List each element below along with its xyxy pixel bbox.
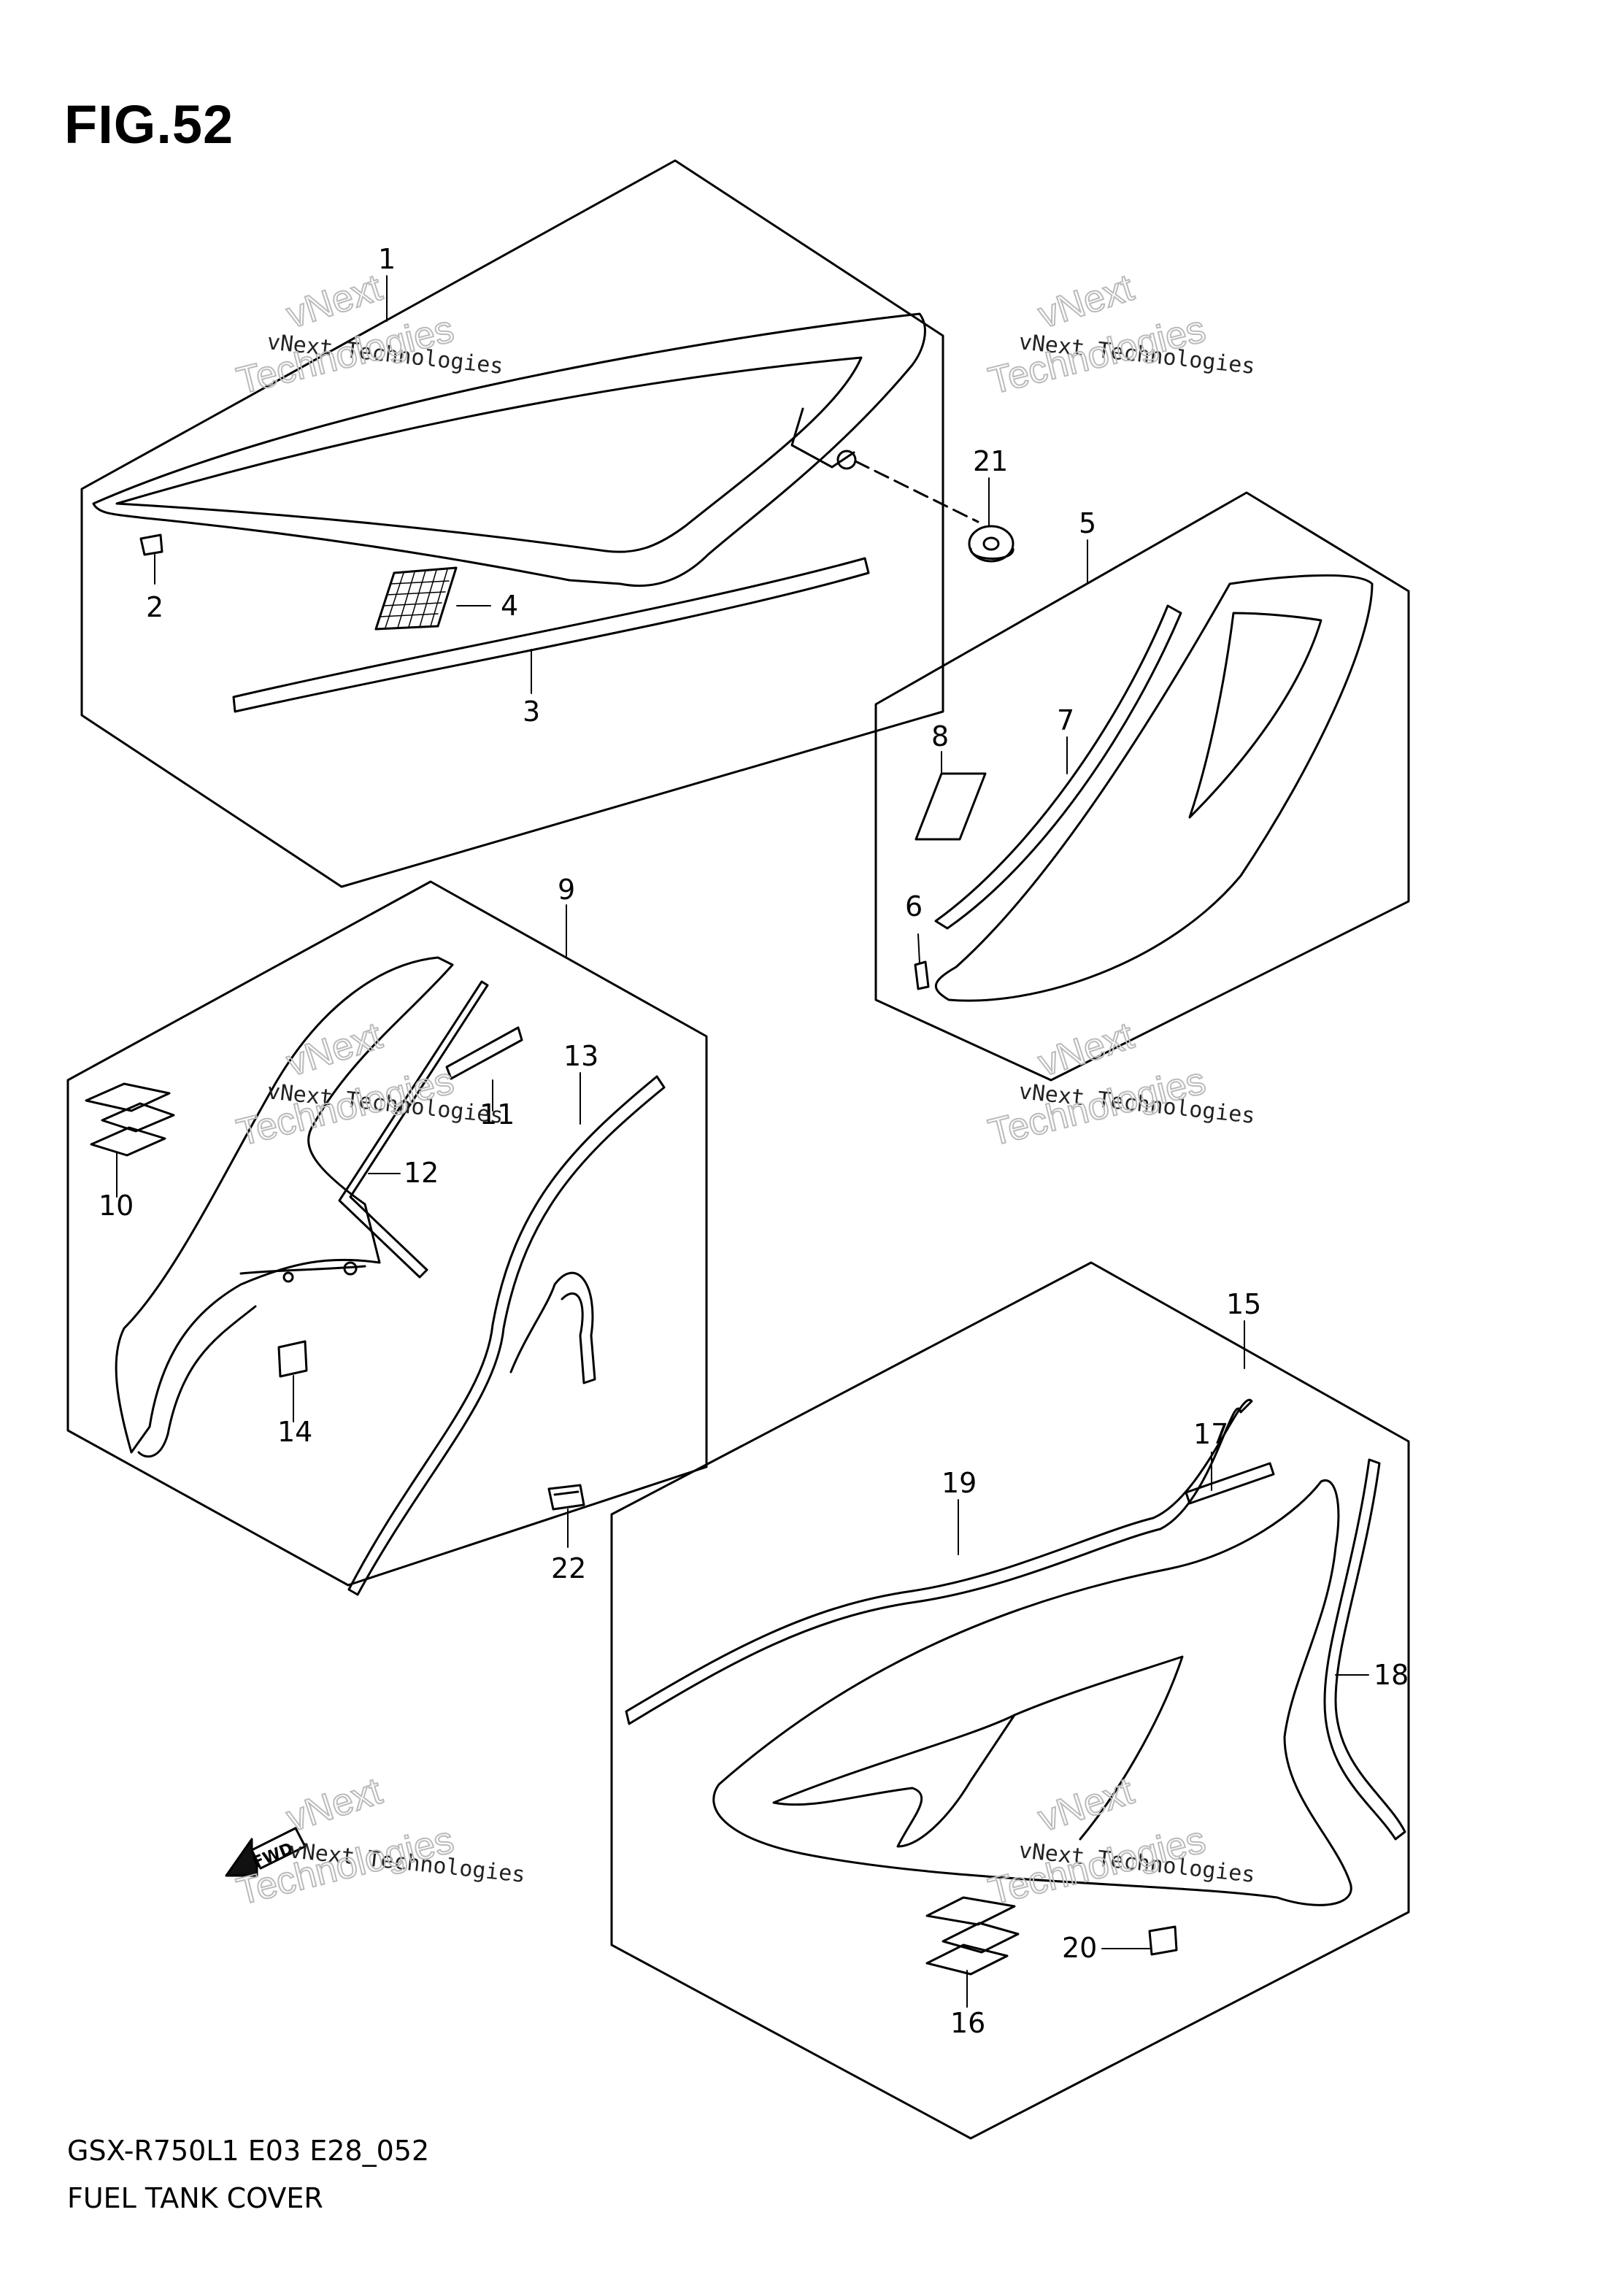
group-frame-5 — [874, 491, 1410, 1082]
part-3-trim-strip — [232, 557, 870, 713]
watermark-1-outline-b: Technologies — [233, 308, 458, 403]
part-14-pad — [277, 1340, 308, 1378]
callout-11: 11 — [480, 1098, 515, 1130]
part-19-trim — [625, 1398, 1253, 1725]
part-18-trim — [1323, 1458, 1406, 1841]
figure-name: FUEL TANK COVER — [67, 2182, 323, 2214]
watermark-5-outline-a: vNext — [282, 1770, 388, 1840]
watermarks: vNext Technologies vNext Technologies vN… — [232, 266, 1256, 1914]
watermark-3-outline-a: vNext — [282, 1014, 388, 1085]
callout-4: 4 — [501, 590, 518, 622]
callout-16: 16 — [950, 2007, 985, 2039]
part-11-strip — [445, 1026, 523, 1080]
fwd-arrow-icon — [225, 1827, 307, 1877]
watermark-2-outline-a: vNext — [1033, 266, 1139, 336]
callout-5: 5 — [1079, 507, 1096, 539]
callout-1: 1 — [378, 243, 396, 275]
watermark-3-outline-b: Technologies — [233, 1060, 458, 1155]
leader-lines — [116, 275, 1369, 2008]
callout-20: 20 — [1062, 1932, 1097, 1964]
frame-cover-panel-left — [712, 1479, 1352, 1906]
part-16-emblem — [925, 1896, 1020, 1976]
callout-8: 8 — [931, 720, 949, 752]
callout-18: 18 — [1374, 1659, 1409, 1691]
callout-21: 21 — [973, 445, 1008, 477]
figure-title: FIG.52 — [64, 94, 234, 155]
callout-17: 17 — [1193, 1418, 1228, 1450]
part-7-trim — [934, 604, 1182, 930]
callout-19: 19 — [942, 1467, 977, 1499]
part-20-pad — [1148, 1925, 1178, 1956]
callouts: 1 2 3 4 5 6 7 8 9 10 11 12 13 14 15 16 1… — [99, 243, 1409, 2039]
tank-side-cover-right — [92, 312, 979, 588]
callout-7: 7 — [1057, 704, 1074, 736]
watermark-4-outline-a: vNext — [1033, 1014, 1139, 1085]
callout-22: 22 — [551, 1552, 586, 1584]
group-frame-9 — [66, 880, 708, 1587]
callout-14: 14 — [277, 1416, 312, 1448]
callout-15: 15 — [1226, 1288, 1261, 1320]
part-6-clip — [914, 960, 930, 990]
callout-12: 12 — [404, 1157, 439, 1189]
group-frame-1 — [80, 159, 944, 888]
part-13-trim — [347, 1075, 666, 1596]
callout-13: 13 — [563, 1040, 598, 1072]
part-21-grommet — [968, 525, 1014, 563]
watermark-5-outline-b: Technologies — [233, 1819, 458, 1914]
part-12-trim — [338, 980, 489, 1279]
frame-cover-panel — [115, 956, 454, 1458]
watermark-4-outline-b: Technologies — [985, 1060, 1210, 1155]
callout-10: 10 — [99, 1190, 134, 1222]
callout-9: 9 — [558, 874, 575, 906]
part-10-emblem — [85, 1082, 175, 1157]
watermark-6-outline-a: vNext — [1033, 1770, 1139, 1840]
part-8-pad — [915, 772, 987, 841]
callout-3: 3 — [523, 696, 540, 728]
part-4-mesh — [374, 566, 458, 631]
group-frame-15 — [610, 1261, 1410, 2140]
callout-6: 6 — [905, 890, 923, 922]
watermark-6-outline-b: Technologies — [985, 1819, 1210, 1914]
callout-2: 2 — [146, 591, 163, 623]
figure-code: GSX-R750L1 E03 E28_052 — [67, 2135, 430, 2167]
part-22-clip — [547, 1484, 585, 1511]
watermark-1-outline-a: vNext — [282, 266, 388, 336]
tank-side-cover-left — [934, 574, 1374, 1002]
watermark-2-outline-b: Technologies — [985, 308, 1210, 403]
part-2-clip — [139, 533, 163, 556]
part-17-strip — [1185, 1462, 1275, 1505]
part-13-inner — [509, 1271, 596, 1384]
